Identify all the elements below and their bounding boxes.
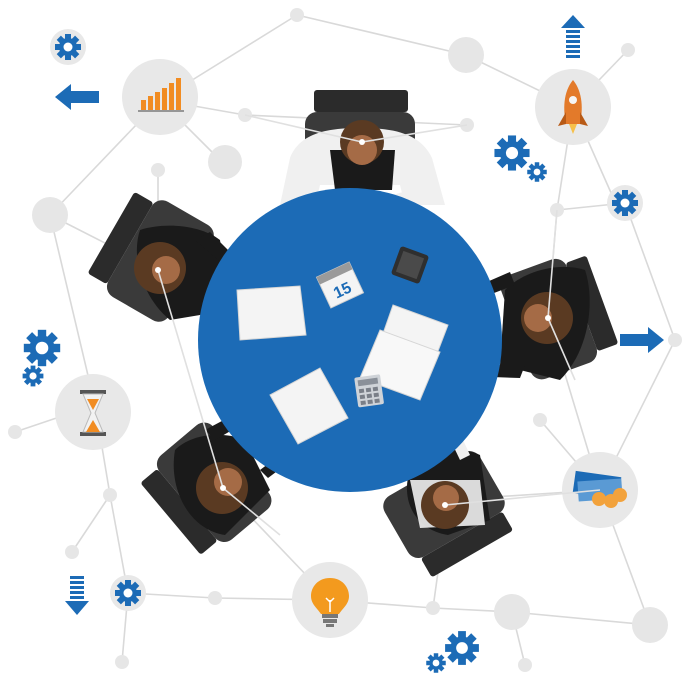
hourglass-node [55,374,131,450]
calculator-icon [354,374,384,408]
calendar-day: 15 [331,279,354,302]
gear-node-top-left [50,29,86,65]
network-lines-overlay [157,114,601,536]
gears-icon-center [494,135,547,182]
chart-node [122,59,198,135]
gears-icon-left [22,329,61,387]
arrow-up-icon [561,15,585,58]
network-nodes [8,8,682,672]
rocket-node [535,69,611,145]
hourglass-icon [80,390,106,436]
gear-node-bottom-left [110,575,146,611]
gears-icon-bottom [426,631,479,673]
bar-chart-icon [138,78,184,112]
lightbulb-icon [311,578,349,627]
paper-left [236,285,307,341]
paper-bottom [269,367,349,445]
lightbulb-node [292,562,368,638]
rocket-icon [558,80,588,134]
network-joints [155,139,551,508]
calendar-icon: 15 [315,261,365,309]
gear-node-right [607,185,643,221]
tablet-icon [391,246,429,284]
arrow-down-icon [65,576,89,615]
table-items: 15 [236,246,449,445]
arrow-left-icon [55,84,99,110]
arrow-right-icon [620,327,664,353]
